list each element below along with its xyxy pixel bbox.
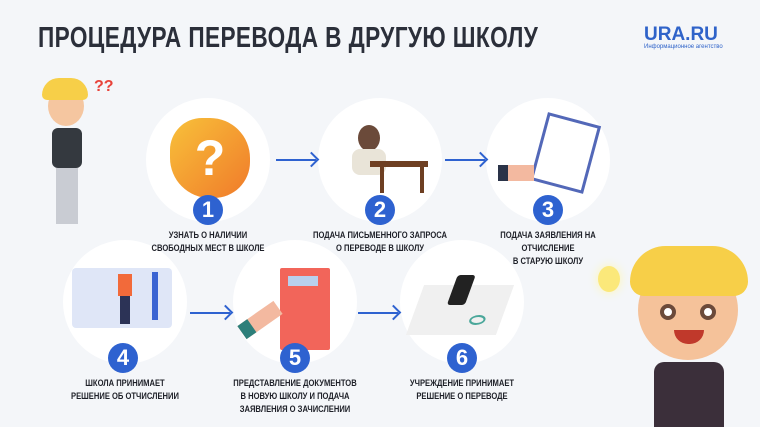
writing-man-illustration [340,125,430,195]
step-number-2: 2 [365,195,395,225]
step-number-6: 6 [447,343,477,373]
hand-icon [498,165,534,181]
step-number-5: 5 [280,343,310,373]
step-number-3: 3 [533,195,563,225]
arrow-icon [445,159,485,161]
folder-illustration [280,268,330,350]
idea-boy-illustration [598,240,760,427]
lightbulb-icon [598,266,620,292]
thinking-boy-illustration: ?? [38,78,114,228]
arrow-icon [190,312,230,314]
step-number-4: 4 [108,343,138,373]
step-number-1: 1 [193,195,223,225]
arrow-icon [358,312,398,314]
page-title: ПРОЦЕДУРА ПЕРЕВОДА В ДРУГУЮ ШКОЛУ [38,22,539,54]
arrow-icon [276,159,316,161]
question-mark-illustration: ? [170,118,250,198]
stamp-illustration [405,275,515,335]
gears-person-illustration [72,268,172,328]
question-marks: ?? [94,78,114,95]
